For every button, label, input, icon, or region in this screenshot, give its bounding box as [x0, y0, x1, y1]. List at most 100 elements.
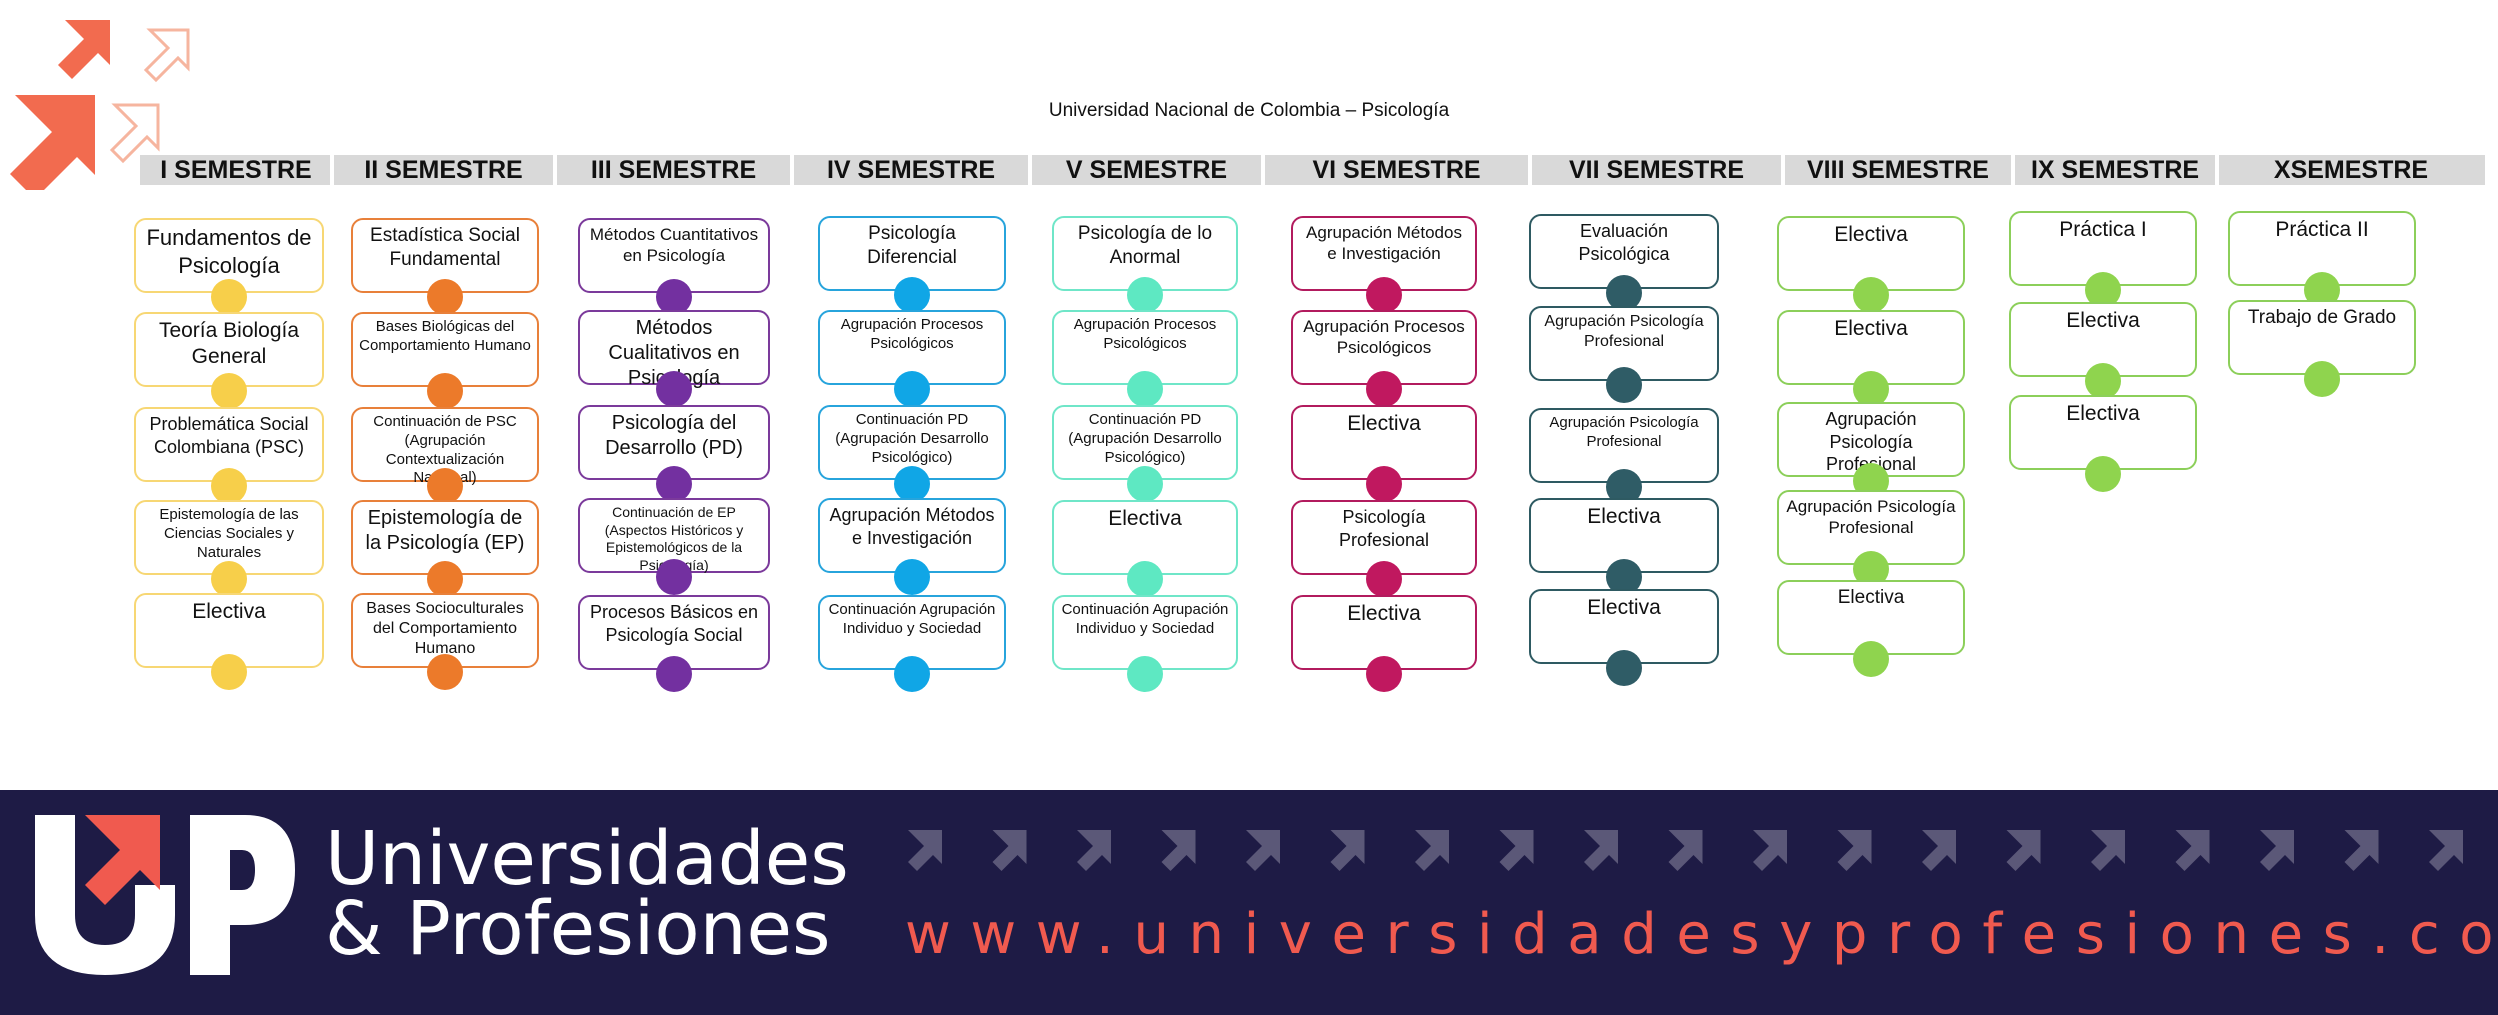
- chevron-arrow-icon: [1415, 830, 1449, 871]
- chevron-arrows-row: [908, 830, 2463, 871]
- course-dot: [1606, 367, 1642, 403]
- course-dot: [1366, 656, 1402, 692]
- chevron-arrow-icon: [1584, 830, 1618, 871]
- course-card[interactable]: Agrupación Métodos e Investigación: [818, 498, 1006, 573]
- course-dot: [656, 279, 692, 315]
- course-card[interactable]: Electiva: [1777, 580, 1965, 655]
- chevron-arrow-icon: [2006, 830, 2041, 871]
- brand-name-line2: & Profesiones: [325, 886, 831, 972]
- course-card[interactable]: Psicología Diferencial: [818, 216, 1006, 291]
- course-card[interactable]: Agrupación Procesos Psicológicos: [1291, 310, 1477, 385]
- course-card[interactable]: Epistemología de la Psicología (EP): [351, 500, 539, 575]
- course-dot: [1127, 371, 1163, 407]
- footer-banner: [0, 790, 2498, 1015]
- course-dot: [2085, 456, 2121, 492]
- chevron-arrow-icon: [2429, 830, 2463, 871]
- course-dot: [1853, 371, 1889, 407]
- semester-header-10: XSEMESTRE: [2273, 156, 2429, 184]
- brand-arrows-logo: [10, 20, 190, 190]
- chevron-arrow-icon: [1499, 830, 1534, 871]
- chevron-arrow-icon: [2344, 830, 2379, 871]
- semester-separator: [1028, 155, 1032, 185]
- course-dot: [1127, 466, 1163, 502]
- course-card[interactable]: Psicología de lo Anormal: [1052, 216, 1238, 291]
- course-card[interactable]: Continuación PD (Agrupación Desarrollo P…: [818, 405, 1006, 480]
- course-dot: [427, 373, 463, 409]
- course-card[interactable]: Métodos Cualitativos en Psicología: [578, 310, 770, 389]
- course-dot: [1366, 561, 1402, 597]
- course-card[interactable]: Continuación Agrupación Individuo y Soci…: [818, 595, 1006, 670]
- course-dot: [894, 371, 930, 407]
- course-dot: [1366, 277, 1402, 313]
- semester-separator: [2011, 155, 2015, 185]
- course-dot: [656, 656, 692, 692]
- brand-name-line1: Universidades: [325, 816, 849, 902]
- course-dot: [894, 277, 930, 313]
- semester-separator: [330, 155, 334, 185]
- semester-header-band: [140, 155, 2485, 185]
- course-dot: [1366, 466, 1402, 502]
- chevron-arrow-icon: [1246, 830, 1280, 871]
- course-dot: [656, 559, 692, 595]
- course-card[interactable]: Trabajo de Grado: [2228, 300, 2416, 375]
- course-dot: [211, 468, 247, 504]
- semester-header-4: IV SEMESTRE: [826, 156, 996, 184]
- course-dot: [427, 468, 463, 504]
- semester-header-2: II SEMESTRE: [364, 156, 523, 184]
- course-dot: [211, 279, 247, 315]
- course-dot: [1606, 275, 1642, 311]
- up-logo: [35, 815, 295, 975]
- chevron-arrow-icon: [1753, 830, 1787, 871]
- semester-header-7: VII SEMESTRE: [1568, 156, 1745, 184]
- course-card[interactable]: Continuación Agrupación Individuo y Soci…: [1052, 595, 1238, 670]
- course-dot: [2304, 361, 2340, 397]
- semester-separator: [553, 155, 557, 185]
- semester-header-1: I SEMESTRE: [160, 156, 312, 184]
- chevron-arrow-icon: [2091, 830, 2125, 871]
- course-dot: [427, 654, 463, 690]
- course-card[interactable]: Continuación de EP (Aspectos Históricos …: [578, 498, 770, 573]
- course-dot: [211, 654, 247, 690]
- course-card[interactable]: Agrupación Psicología Profesional: [1529, 306, 1719, 381]
- website-url[interactable]: www.universidadesyprofesiones.com: [905, 902, 2498, 967]
- course-dot: [1366, 371, 1402, 407]
- course-dot: [427, 279, 463, 315]
- course-dot: [894, 466, 930, 502]
- course-dot: [894, 656, 930, 692]
- chevron-arrow-icon: [1077, 830, 1111, 871]
- course-dot: [211, 561, 247, 597]
- chevron-arrow-icon: [2260, 830, 2294, 871]
- chevron-arrow-icon: [1668, 830, 1703, 871]
- chevron-arrow-icon: [1330, 830, 1365, 871]
- course-card[interactable]: Continuación de PSC (Agrupación Contextu…: [351, 407, 539, 486]
- chevron-arrow-icon: [992, 830, 1027, 871]
- course-dot: [1606, 650, 1642, 686]
- semester-separator: [790, 155, 794, 185]
- semester-header-9: IX SEMESTRE: [2030, 156, 2200, 184]
- page-title: Universidad Nacional de Colombia – Psico…: [1048, 100, 1450, 121]
- course-dot: [211, 373, 247, 409]
- course-dot: [894, 559, 930, 595]
- course-dot: [1127, 656, 1163, 692]
- semester-separator: [1261, 155, 1265, 185]
- chevron-arrow-icon: [1922, 830, 1956, 871]
- semester-separator: [2215, 155, 2219, 185]
- course-dot: [656, 466, 692, 502]
- course-dot: [2085, 363, 2121, 399]
- chevron-arrow-icon: [908, 830, 942, 871]
- course-card[interactable]: Estadística Social Fundamental: [351, 218, 539, 293]
- course-dot: [656, 371, 692, 407]
- course-dot: [1127, 277, 1163, 313]
- course-card[interactable]: Teoría Biología General: [134, 312, 324, 387]
- semester-header-5: V SEMESTRE: [1065, 156, 1228, 184]
- chevron-arrow-icon: [2175, 830, 2210, 871]
- semester-header-6: VI SEMESTRE: [1312, 156, 1481, 184]
- course-card[interactable]: Agrupación Procesos Psicológicos: [1052, 310, 1238, 385]
- course-dot: [1127, 561, 1163, 597]
- chevron-arrow-icon: [1161, 830, 1196, 871]
- semester-header-3: III SEMESTRE: [590, 156, 757, 184]
- course-dot: [427, 561, 463, 597]
- semester-separator: [1781, 155, 1785, 185]
- semester-header-8: VIII SEMESTRE: [1807, 156, 1989, 184]
- course-dot: [1853, 641, 1889, 677]
